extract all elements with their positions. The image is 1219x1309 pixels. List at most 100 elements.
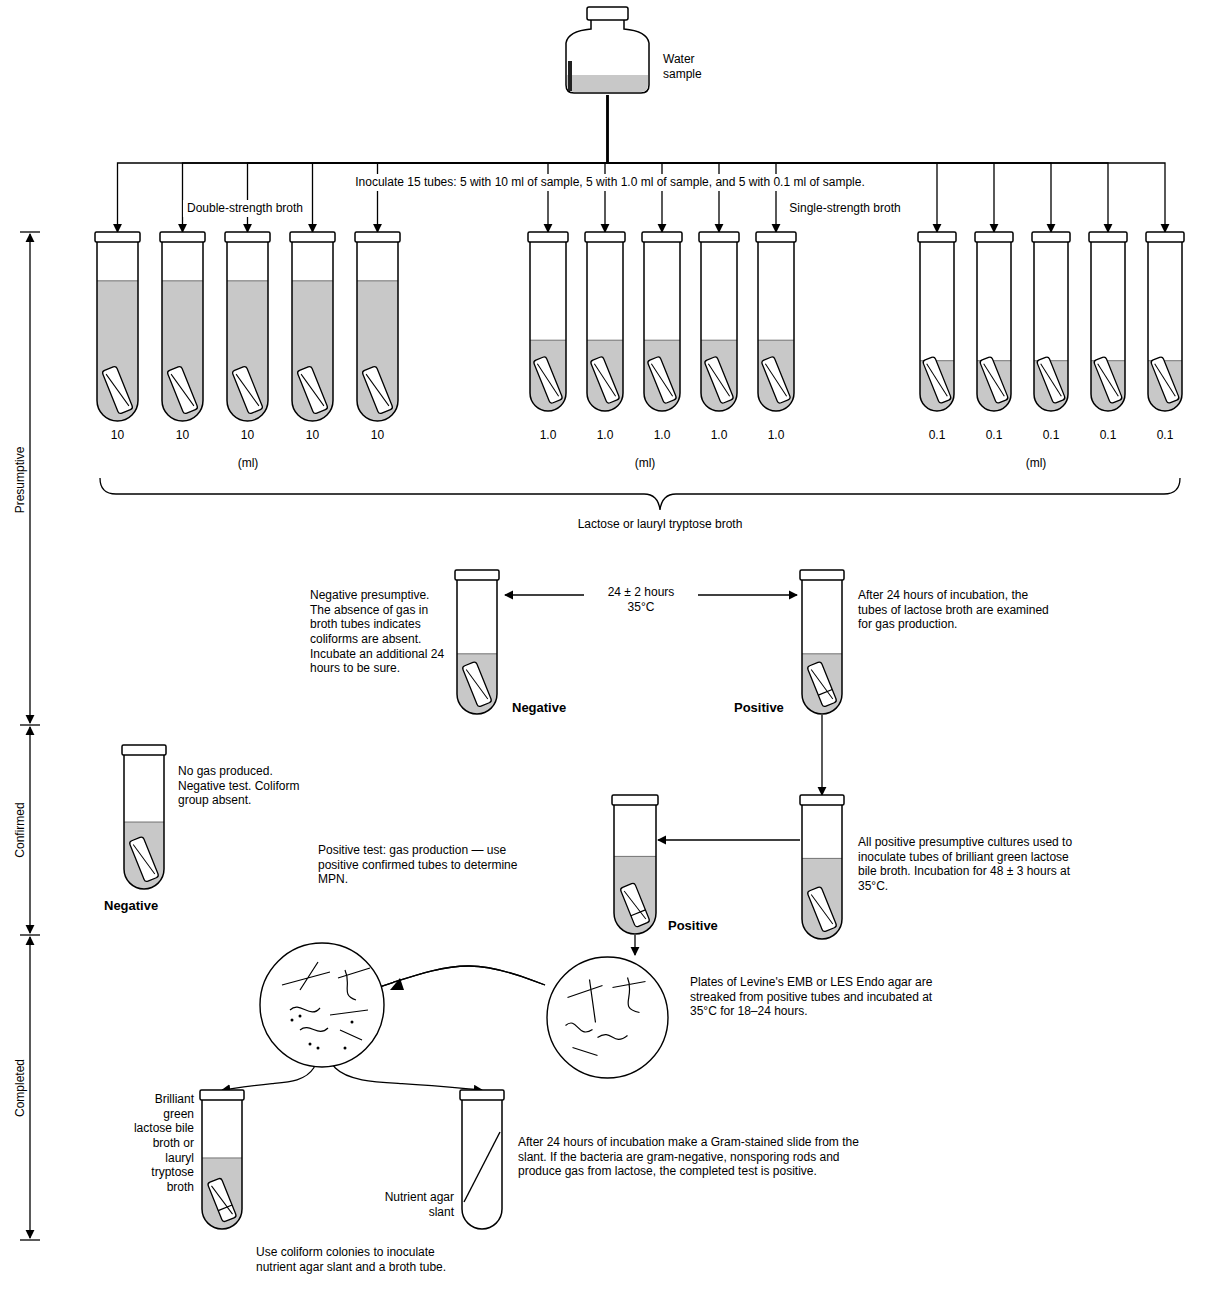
note-text: No gas produced. Negative test. Coliform…: [178, 764, 312, 808]
volume-label: 1.0: [570, 428, 640, 443]
broth-tube: 10: [95, 232, 140, 422]
result-label: Negative: [104, 898, 184, 914]
stage-label: Completed: [12, 1055, 29, 1121]
note-text: After 24 hours of incubation, the tubes …: [858, 588, 1058, 632]
note-text: Plates of Levine's EMB or LES Endo agar …: [690, 975, 952, 1019]
note-label: 24 ± 2 hours 35°C: [595, 584, 687, 615]
node-outline: [918, 232, 956, 412]
note-label: Inoculate 15 tubes: 5 with 10 ml of samp…: [351, 174, 869, 191]
broth-tube: 1.0: [585, 232, 625, 412]
note-text: Water sample: [663, 52, 715, 81]
note-text: Positive test: gas production — use posi…: [318, 843, 533, 887]
note-text: Use coliform colonies to inoculate nutri…: [256, 1245, 448, 1274]
incubation-arrow: [698, 594, 797, 595]
node-outline: [225, 232, 270, 422]
node-outline: [528, 232, 568, 412]
broth-tube: 0.1: [1089, 232, 1127, 412]
node-outline: [800, 795, 844, 940]
node-outline: [460, 1090, 504, 1230]
note-label: Single-strength broth: [785, 200, 904, 217]
broth-tube: 0.1: [1146, 232, 1184, 412]
broth-tube: 0.1: [918, 232, 956, 412]
volume-label: 1.0: [513, 428, 583, 443]
note-text: Brilliant green lactose bile broth or la…: [122, 1092, 194, 1194]
result-label: Negative: [512, 700, 592, 716]
broth-tube: 10: [160, 232, 205, 422]
volume-label: 0.1: [1017, 428, 1085, 443]
note-label: (ml): [234, 455, 263, 472]
node-outline: [1089, 232, 1127, 412]
result-label: Positive: [668, 918, 738, 934]
node-outline: [1146, 232, 1184, 412]
flow-arrow: [313, 95, 608, 232]
broth-tube: 0.1: [975, 232, 1013, 412]
note-label: (ml): [1022, 455, 1051, 472]
broth-tube: Positive test: gas production — use posi…: [612, 795, 658, 935]
volume-label: 10: [340, 428, 415, 443]
node-outline: [699, 232, 739, 412]
flow-arrow: [608, 95, 1166, 232]
broth-tube: 1.0: [699, 232, 739, 412]
flow-arrow: [658, 839, 800, 840]
flow-arrow: [548, 95, 608, 232]
node-outline: [200, 1090, 244, 1230]
broth-tube: 10: [290, 232, 335, 422]
broth-tube: All positive presumptive cultures used t…: [800, 795, 844, 940]
note-text: Nutrient agar slant: [376, 1190, 454, 1219]
note-text: All positive presumptive cultures used t…: [858, 835, 1073, 894]
volume-label: 1.0: [684, 428, 754, 443]
note-text: After 24 hours of incubation make a Gram…: [518, 1135, 863, 1179]
node-outline: [160, 232, 205, 422]
node-outline: [355, 232, 400, 422]
broth-tube: 1.0: [642, 232, 682, 412]
stage-label: Presumptive: [12, 443, 29, 518]
petri-plate: [260, 943, 404, 1067]
note-text: Negative presumptive. The absence of gas…: [310, 588, 448, 676]
broth-tube: 0.1: [1032, 232, 1070, 412]
node-outline: [290, 232, 335, 422]
flow-arrow: [378, 95, 608, 232]
agar-plate: Plates of Levine's EMB or LES Endo agar …: [545, 955, 670, 1080]
brace: [100, 478, 1180, 510]
node-outline: [756, 232, 796, 412]
node-outline: [560, 5, 655, 95]
volume-label: 10: [210, 428, 285, 443]
node-outline: [975, 232, 1013, 412]
node-outline: [642, 232, 682, 412]
flow-arrow: [183, 95, 608, 232]
broth-tube: Negative presumptive. The absence of gas…: [455, 570, 499, 715]
volume-label: 0.1: [1074, 428, 1142, 443]
agar-slant-tube: Nutrient agar slantAfter 24 hours of inc…: [460, 1090, 504, 1230]
result-label: Positive: [734, 700, 794, 716]
volume-label: 10: [275, 428, 350, 443]
volume-label: 0.1: [903, 428, 971, 443]
volume-label: 1.0: [741, 428, 811, 443]
broth-tube: 10: [355, 232, 400, 422]
node-outline: [545, 955, 670, 1080]
note-label: Double-strength broth: [183, 200, 307, 217]
water-sample-bottle: Water sample: [560, 5, 655, 95]
broth-tube: 10: [225, 232, 270, 422]
node-outline: [585, 232, 625, 412]
volume-label: 0.1: [1131, 428, 1199, 443]
node-outline: [122, 745, 166, 890]
stage-label: Confirmed: [12, 798, 29, 861]
broth-tube: After 24 hours of incubation, the tubes …: [800, 570, 844, 715]
incubation-arrow: [505, 594, 584, 595]
flow-arrow: [118, 95, 608, 232]
volume-label: 0.1: [960, 428, 1028, 443]
broth-tube: 1.0: [756, 232, 796, 412]
broth-tube: Brilliant green lactose bile broth or la…: [200, 1090, 244, 1230]
node-outline: [95, 232, 140, 422]
volume-label: 1.0: [627, 428, 697, 443]
flow-arrow: [821, 715, 822, 795]
broth-tube: 1.0: [528, 232, 568, 412]
note-label: (ml): [631, 455, 660, 472]
node-outline: [455, 570, 499, 715]
broth-tube: No gas produced. Negative test. Coliform…: [122, 745, 166, 890]
flow-arrow: [634, 935, 635, 955]
note-label: Lactose or lauryl tryptose broth: [574, 516, 747, 533]
node-outline: [1032, 232, 1070, 412]
volume-label: 10: [80, 428, 155, 443]
